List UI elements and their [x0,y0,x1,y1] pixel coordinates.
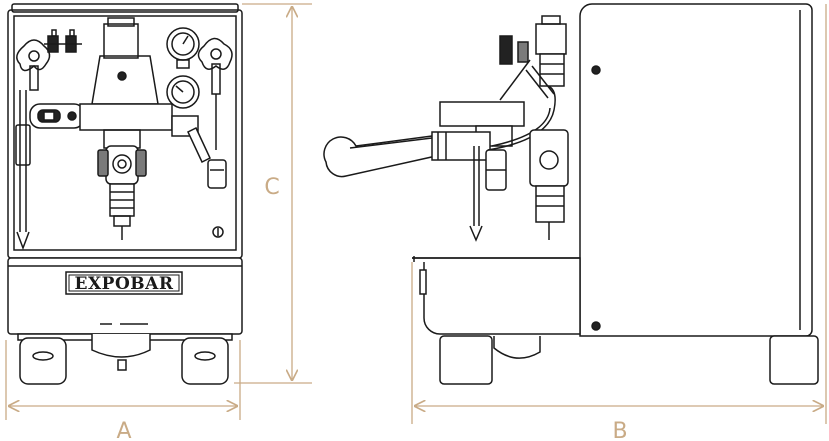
steam-knob-left [16,39,51,91]
foot-right [181,337,229,385]
side-foot-front [439,335,493,385]
front-top-lid [11,3,239,13]
front-inner-panel [13,15,237,251]
dimension-b-label: B [612,419,627,441]
side-body [579,3,813,337]
side-group-head [439,59,531,147]
steam-knob-right [197,37,233,150]
drip-tray [7,257,243,335]
brand-plate [65,271,183,295]
side-curved-pipe [487,85,556,151]
side-foot-back [769,335,819,385]
hot-water-wand [187,126,227,189]
dimension-a-label: A [116,419,131,441]
pressure-gauge-top [166,27,200,69]
control-panel [29,103,85,129]
portafilter-handle [323,131,491,178]
pressure-valves [44,29,82,53]
brand-label: EXPOBAR [75,274,174,294]
side-valves [499,15,567,99]
side-right-valve [529,129,569,240]
steam-wand-left [15,90,31,251]
group-head [79,17,173,240]
pump-bulge-side [493,336,541,359]
front-view [7,3,243,385]
side-steam-wand [469,146,507,242]
dimension-lines [5,3,827,424]
side-drip-tray [412,257,581,335]
side-view [323,3,819,385]
dimension-c-label: C [264,175,279,200]
foot-left [19,337,67,385]
front-screw [212,226,224,238]
pump-bulge-front [91,334,151,358]
